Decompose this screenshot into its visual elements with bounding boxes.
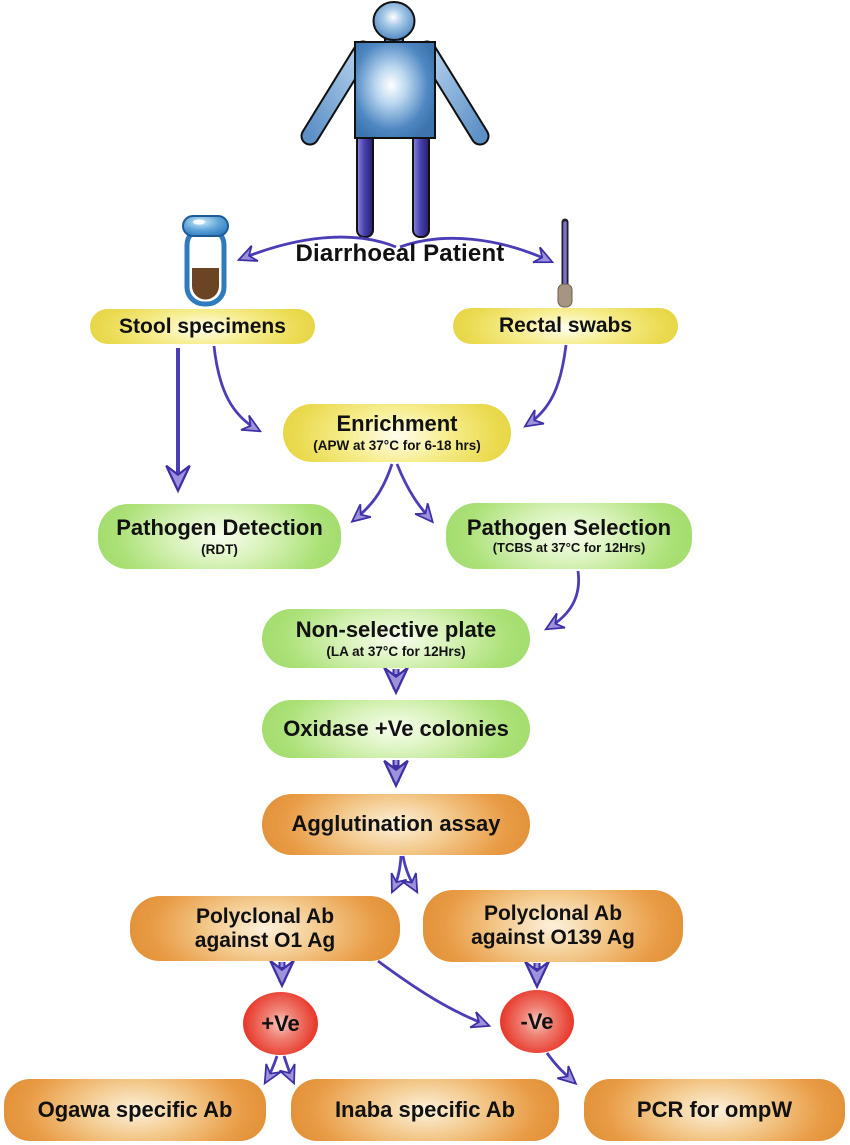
arrow-enrichment-to-detection — [354, 463, 394, 520]
negative-result-label: -Ve — [520, 1008, 554, 1034]
rectal-swabs-label: Rectal swabs — [498, 314, 633, 338]
node-non-selective-plate: Non-selective plate (LA at 37°C for 12Hr… — [262, 609, 530, 668]
arrow-layer — [178, 235, 581, 1082]
polyclonal-o1-line2: against O1 Ag — [194, 928, 336, 952]
node-pathogen-selection: Pathogen Selection (TCBS at 37°C for 12H… — [446, 503, 692, 569]
node-inaba-specific-ab: Inaba specific Ab — [291, 1079, 559, 1141]
node-negative-result: -Ve — [500, 990, 574, 1053]
swab-tip — [557, 283, 573, 308]
arrow-stool-to-enrichment — [212, 345, 258, 430]
patient-figure-icon — [300, 1, 490, 238]
arrow-rectal-to-enrichment — [527, 344, 568, 425]
node-stool-specimens: Stool specimens — [90, 309, 315, 344]
arrow-patient-to-stool — [241, 235, 397, 259]
patient-right-leg — [412, 132, 430, 238]
node-enrichment: Enrichment (APW at 37°C for 6-18 hrs) — [283, 404, 511, 462]
node-polyclonal-o1: Polyclonal Ab against O1 Ag — [130, 896, 400, 961]
polyclonal-o1-line1: Polyclonal Ab — [195, 904, 335, 928]
polyclonal-o139-line1: Polyclonal Ab — [483, 902, 623, 926]
arrow-enrichment-to-selection — [395, 463, 431, 520]
arrow-positive-to-inaba — [284, 1055, 293, 1081]
arrow-negative-to-pcr — [545, 1052, 574, 1082]
tube-stool-content — [192, 268, 219, 300]
inaba-specific-ab-label: Inaba specific Ab — [334, 1096, 516, 1122]
arrow-positive-to-ogawa — [266, 1055, 277, 1081]
patient-head — [372, 1, 416, 41]
arrow-o1-to-negative — [377, 959, 487, 1025]
enrichment-sublabel: (APW at 37°C for 6-18 hrs) — [313, 438, 481, 454]
non-selective-plate-sublabel: (LA at 37°C for 12Hrs) — [326, 643, 466, 659]
node-oxidase-colonies: Oxidase +Ve colonies — [262, 700, 530, 758]
arrow-agglutination-to-o139 — [403, 855, 416, 890]
node-agglutination-assay: Agglutination assay — [262, 794, 530, 855]
node-polyclonal-o139: Polyclonal Ab against O139 Ag — [423, 890, 683, 962]
tube-cap-highlight — [193, 219, 205, 225]
arrow-selection-to-plate — [548, 570, 581, 628]
node-pathogen-detection: Pathogen Detection (RDT) — [98, 504, 341, 569]
ogawa-specific-ab-label: Ogawa specific Ab — [37, 1096, 233, 1122]
tube-cap — [182, 215, 229, 237]
pathogen-selection-label: Pathogen Selection — [466, 514, 672, 540]
arrow-agglutination-to-o1 — [393, 855, 401, 890]
node-rectal-swabs: Rectal swabs — [453, 308, 678, 344]
patient-torso — [354, 41, 436, 139]
polyclonal-o139-line2: against O139 Ag — [471, 926, 635, 949]
enrichment-label: Enrichment — [336, 411, 458, 437]
pathogen-detection-sublabel: (RDT) — [201, 541, 238, 557]
arrow-patient-to-swab — [399, 236, 550, 261]
patient-left-leg — [356, 132, 374, 238]
node-ogawa-specific-ab: Ogawa specific Ab — [4, 1079, 266, 1141]
oxidase-colonies-label: Oxidase +Ve colonies — [283, 715, 509, 741]
pathogen-detection-label: Pathogen Detection — [116, 514, 323, 540]
rectal-swab-icon — [557, 218, 573, 308]
specimen-tube-icon — [182, 215, 229, 307]
non-selective-plate-label: Non-selective plate — [295, 616, 497, 642]
pcr-ompw-label: PCR for ompW — [636, 1096, 793, 1122]
stool-specimens-label: Stool specimens — [119, 314, 286, 338]
patient-label: Diarrhoeal Patient — [295, 240, 505, 267]
positive-result-label: +Ve — [261, 1010, 300, 1036]
node-positive-result: +Ve — [243, 992, 318, 1055]
agglutination-assay-label: Agglutination assay — [291, 811, 501, 837]
thick-arrow-layer — [282, 669, 537, 983]
pathogen-selection-sublabel: (TCBS at 37°C for 12Hrs) — [492, 540, 646, 556]
node-pcr-ompw: PCR for ompW — [584, 1079, 845, 1141]
